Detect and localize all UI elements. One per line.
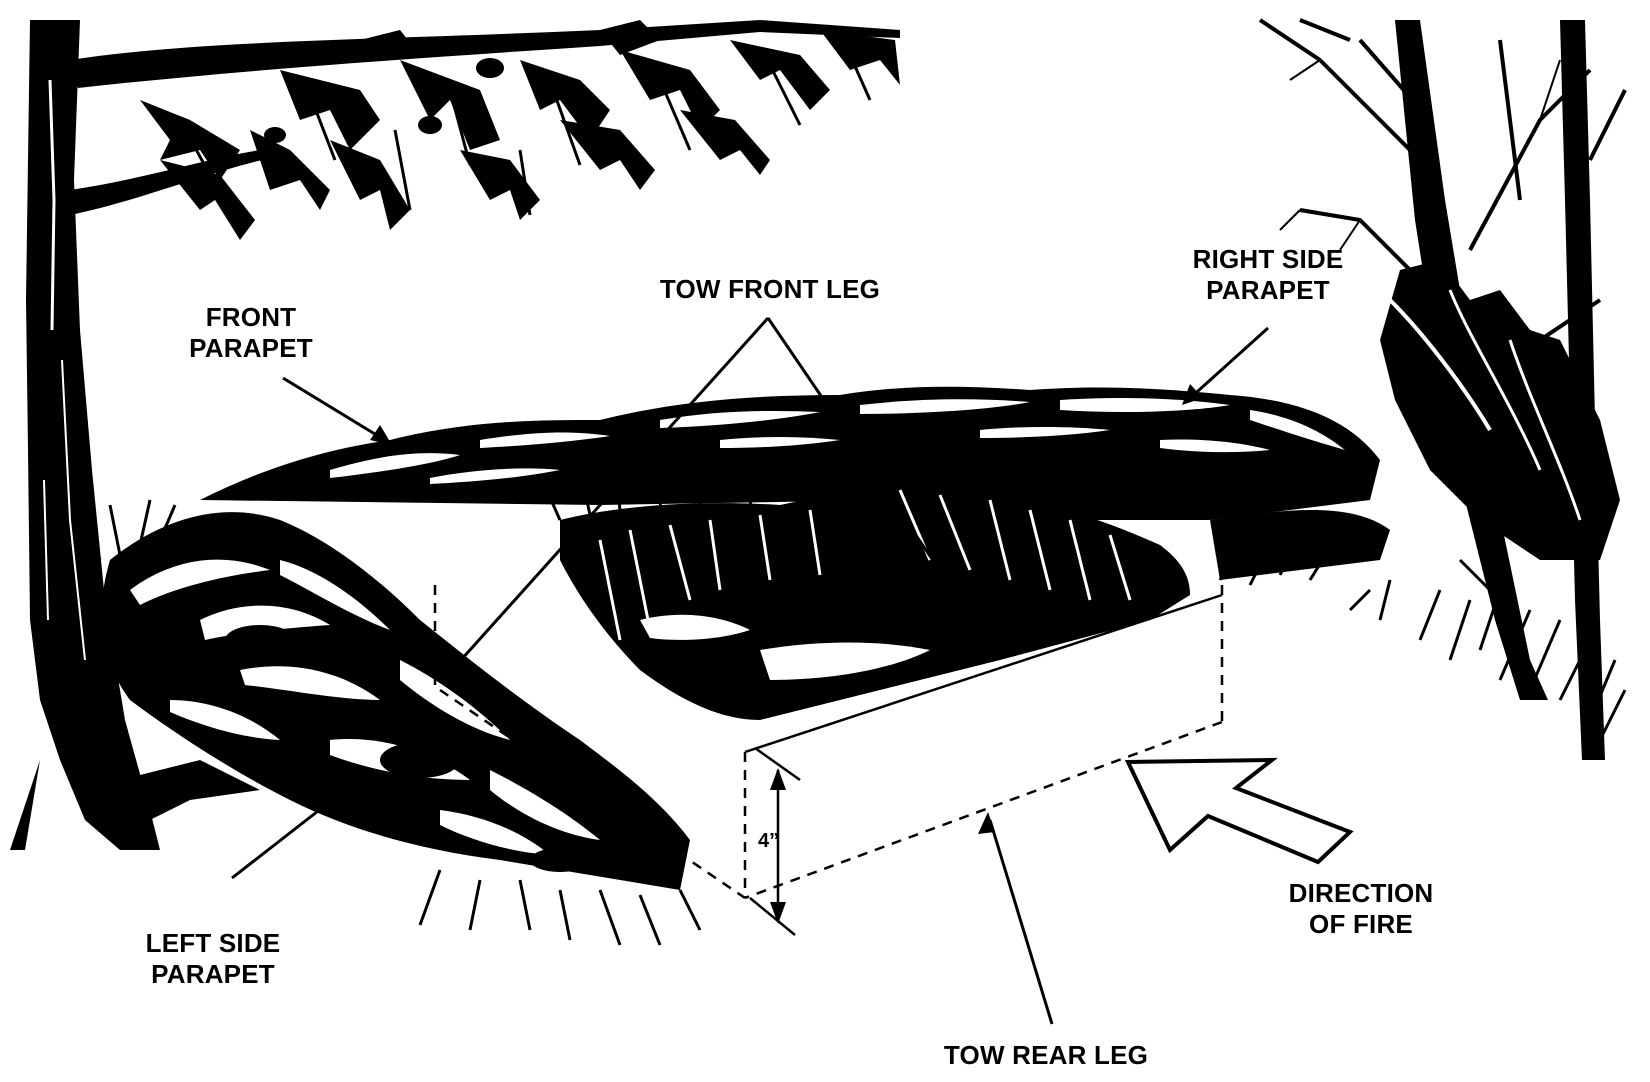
left-side-parapet-label: LEFT SIDE PARAPET (128, 928, 298, 990)
tow-front-leg-label: TOW FRONT LEG (640, 274, 900, 305)
direction-of-fire-label-line1: DIRECTION (1288, 878, 1434, 908)
depth-arrowhead-bottom (770, 902, 786, 924)
left-tree (10, 20, 900, 850)
left-side-parapet-label-line2: PARAPET (151, 959, 275, 989)
leader-arrowheads (330, 384, 1203, 834)
parapet-mound (78, 386, 1390, 946)
depth-arrowhead-top (770, 768, 786, 790)
right-side-parapet-label-line2: PARAPET (1206, 275, 1330, 305)
direction-of-fire-label-line2: OF FIRE (1309, 909, 1413, 939)
emplacement-pit (538, 444, 1190, 720)
direction-of-fire-label: DIRECTION OF FIRE (1276, 878, 1446, 940)
left-side-parapet-label-line1: LEFT SIDE (145, 928, 281, 958)
depth-dimension (749, 746, 801, 936)
tow-leg-outline (433, 585, 1224, 900)
tow-rear-leg-label: TOW REAR LEG (926, 1040, 1166, 1071)
tow-leg-front-edge (744, 593, 1223, 754)
front-parapet-label: FRONT PARAPET (176, 302, 326, 364)
right-side-parapet-label-line1: RIGHT SIDE (1192, 244, 1344, 274)
tow-front-leg-label-text: TOW FRONT LEG (659, 274, 881, 304)
tow-rear-leg-label-text: TOW REAR LEG (943, 1040, 1149, 1070)
front-parapet-label-line1: FRONT (205, 302, 297, 332)
right-side-parapet-label: RIGHT SIDE PARAPET (1178, 244, 1358, 306)
leader-lines (231, 316, 1270, 1025)
right-trees (1258, 18, 1627, 760)
front-parapet-label-line2: PARAPET (189, 333, 313, 363)
depth-dimension-label: 4” (758, 830, 780, 852)
direction-of-fire-arrow (1124, 757, 1354, 865)
